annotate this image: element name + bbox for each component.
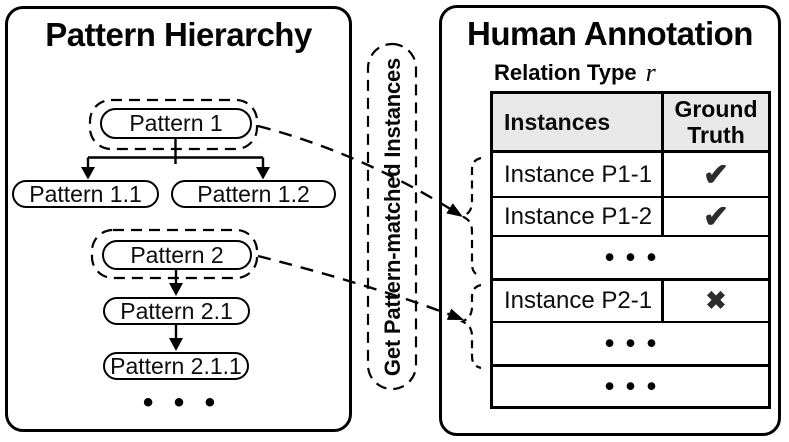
check-icon: ✔	[703, 157, 729, 192]
check-icon: ✔	[703, 199, 729, 234]
cell-instance-p1-2: Instance P1-2	[493, 198, 664, 235]
arrow-right-icon	[446, 308, 464, 320]
tree-connector-p1	[86, 139, 265, 168]
ellipsis-dots: • • •	[142, 386, 222, 419]
ellipsis-dots: • • •	[604, 242, 659, 272]
arrow-down-icon	[169, 338, 183, 351]
annotation-table: Instances Ground Truth Instance P1-1 ✔ I…	[490, 91, 771, 409]
arrow-down-icon	[256, 167, 270, 180]
pattern-2-dashed-outline	[90, 228, 259, 280]
pattern-hierarchy-title: Pattern Hierarchy	[45, 16, 312, 53]
brace-p1-group	[459, 156, 482, 278]
ellipsis-dots: • • •	[604, 371, 659, 401]
dashed-link-pattern1	[257, 124, 453, 212]
table-row: Instance P1-1 ✔	[493, 153, 768, 198]
arrow-down-icon	[169, 283, 183, 296]
node-pattern-2-1: Pattern 2.1	[103, 297, 250, 325]
table-header-row: Instances Ground Truth	[493, 94, 768, 153]
node-pattern-1: Pattern 1	[100, 108, 252, 139]
node-pattern-1-2: Pattern 1.2	[171, 180, 336, 208]
relation-type-line: Relation Type r	[494, 57, 656, 87]
table-row: • • •	[493, 237, 768, 281]
header-ground-truth: Ground Truth	[674, 95, 758, 148]
arrow-right-icon	[446, 203, 463, 217]
ellipsis-dots: • • •	[604, 328, 659, 358]
human-annotation-title: Human Annotation	[467, 15, 753, 52]
dashed-link-pattern2	[257, 254, 452, 317]
connector-label-text: Get Pattern-matched Instances	[379, 57, 405, 376]
connector-label: Get Pattern-matched Instances	[368, 43, 417, 390]
relation-type-label: Relation Type	[494, 60, 637, 85]
relation-symbol-r: r	[645, 58, 656, 87]
table-row: • • •	[493, 323, 768, 367]
cell-instance-p1-1: Instance P1-1	[493, 153, 664, 196]
node-pattern-1-1: Pattern 1.1	[12, 180, 159, 208]
node-pattern-2-1-1: Pattern 2.1.1	[103, 352, 249, 380]
arrow-down-icon	[81, 167, 95, 180]
table-row: Instance P1-2 ✔	[493, 198, 768, 237]
header-instances: Instances	[493, 94, 664, 150]
node-pattern-2: Pattern 2	[102, 240, 252, 270]
cell-instance-p2-1: Instance P2-1	[493, 281, 664, 321]
pattern-1-dashed-outline	[88, 98, 259, 151]
brace-p2-group	[460, 283, 482, 370]
connector-label-outline	[366, 42, 418, 391]
table-row: Instance P2-1 ✖	[493, 281, 768, 323]
cross-icon: ✖	[705, 286, 727, 315]
table-row: • • •	[493, 367, 768, 406]
